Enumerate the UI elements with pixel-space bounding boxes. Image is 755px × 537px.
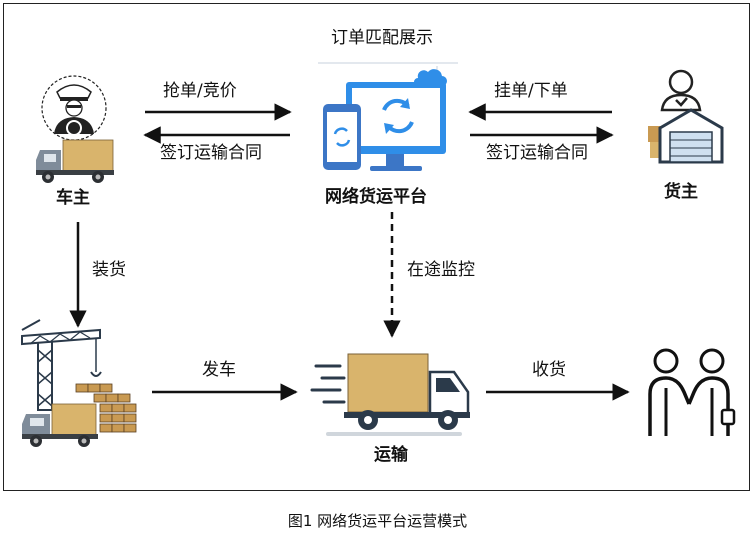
shipper-label: 货主 [664,182,698,202]
edge-label-loading-to-transport: 发车 [202,360,236,380]
moving-truck-icon [310,353,470,436]
edge-label-transport-to-receive: 收货 [532,360,566,380]
edge-label-platform-down: 在途监控 [407,260,475,280]
computer-phone-icon [318,62,458,171]
edge-label-shipper-to-platform: 挂单/下单 [494,81,568,101]
edge-label-carrier-down: 装货 [92,260,126,280]
crane-loading-icon [21,319,137,447]
edge-label-platform-to-shipper: 签订运输合同 [486,143,588,163]
diagram-frame [3,3,750,491]
driver-truck-icon [36,75,114,183]
edge-label-platform-to-carrier: 签订运输合同 [160,143,262,163]
top-title: 订单匹配展示 [331,28,433,48]
platform-label: 网络货运平台 [325,187,427,207]
figure-caption: 图1 网络货运平台运营模式 [287,512,468,530]
edge-label-carrier-to-platform: 抢单/竞价 [163,81,237,101]
handshake-icon [648,348,736,436]
person-warehouse-icon [648,69,724,164]
transport-label: 运输 [374,445,408,465]
carrier-label: 车主 [56,188,90,208]
